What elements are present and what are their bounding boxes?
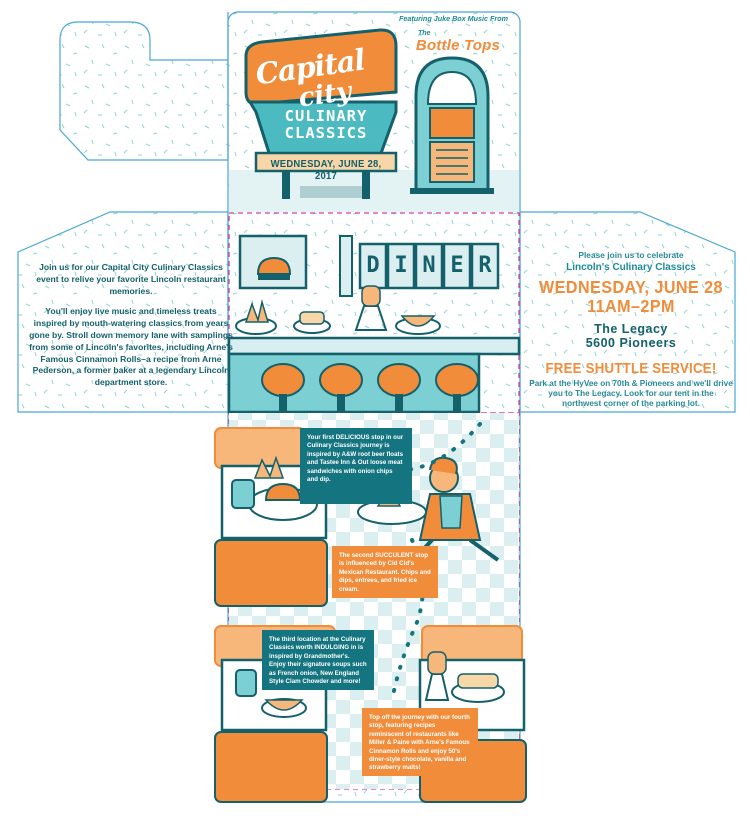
waitress-illustration bbox=[357, 456, 500, 568]
diner-letter-e: E bbox=[450, 253, 464, 278]
left-tab-cutline bbox=[59, 12, 229, 161]
root-beer-float-icon bbox=[354, 305, 388, 331]
stop-2-box: The second SUCCULENT stop is influenced … bbox=[332, 546, 438, 598]
date-banner bbox=[254, 151, 398, 173]
left-intro: Join us for our Capital City Culinary Cl… bbox=[36, 262, 226, 296]
shuttle-title: FREE SHUTTLE SERVICE! bbox=[545, 359, 717, 377]
right-date: WEDNESDAY, JUNE 28 bbox=[539, 276, 723, 297]
band-the-label: The bbox=[418, 30, 431, 37]
diner-letter-i: I bbox=[394, 253, 408, 278]
right-panel: Please join us to celebrate Lincoln's Cu… bbox=[528, 250, 734, 410]
stop-4-box: Top off the journey with our fourth stop… bbox=[362, 708, 478, 776]
right-time: 11AM–2PM bbox=[587, 295, 675, 316]
diner-letter-n: N bbox=[422, 253, 436, 278]
stop-1-box: Your first DELICIOUS stop in our Culinar… bbox=[300, 428, 412, 504]
featuring-label: Featuring Juke Box Music From bbox=[398, 14, 508, 23]
diner-counter bbox=[227, 336, 521, 356]
diner-letter-d: D bbox=[366, 253, 380, 278]
right-event-name: Lincoln's Culinary Classics bbox=[566, 261, 696, 273]
right-intro: Please join us to celebrate bbox=[578, 250, 684, 260]
shuttle-body: Park at the HyVee on 70th & Pioneers and… bbox=[529, 378, 733, 409]
left-panel: Join us for our Capital City Culinary Cl… bbox=[28, 262, 234, 398]
diner-stools bbox=[261, 363, 479, 412]
event-date-banner: WEDNESDAY, JUNE 28, 2017 bbox=[270, 158, 382, 182]
booth-bottom-right bbox=[418, 625, 527, 803]
logo-culinary-classics: CULINARY CLASSICS bbox=[262, 108, 390, 142]
diner-letter-r: R bbox=[478, 253, 492, 278]
diner-sign bbox=[358, 242, 500, 290]
right-venue-address: 5600 Pioneers bbox=[585, 335, 677, 350]
logo-classics: CLASSICS bbox=[284, 124, 368, 142]
band-name: Bottle Tops bbox=[415, 37, 501, 54]
right-venue-name: The Legacy bbox=[594, 321, 668, 336]
jukebox bbox=[410, 56, 494, 194]
left-body: You'll enjoy live music and timeless tre… bbox=[29, 306, 233, 388]
stop-3-box: The third location at the Culinary Class… bbox=[262, 630, 374, 690]
burger-icon bbox=[256, 256, 292, 275]
logo-culinary: CULINARY bbox=[284, 107, 368, 125]
